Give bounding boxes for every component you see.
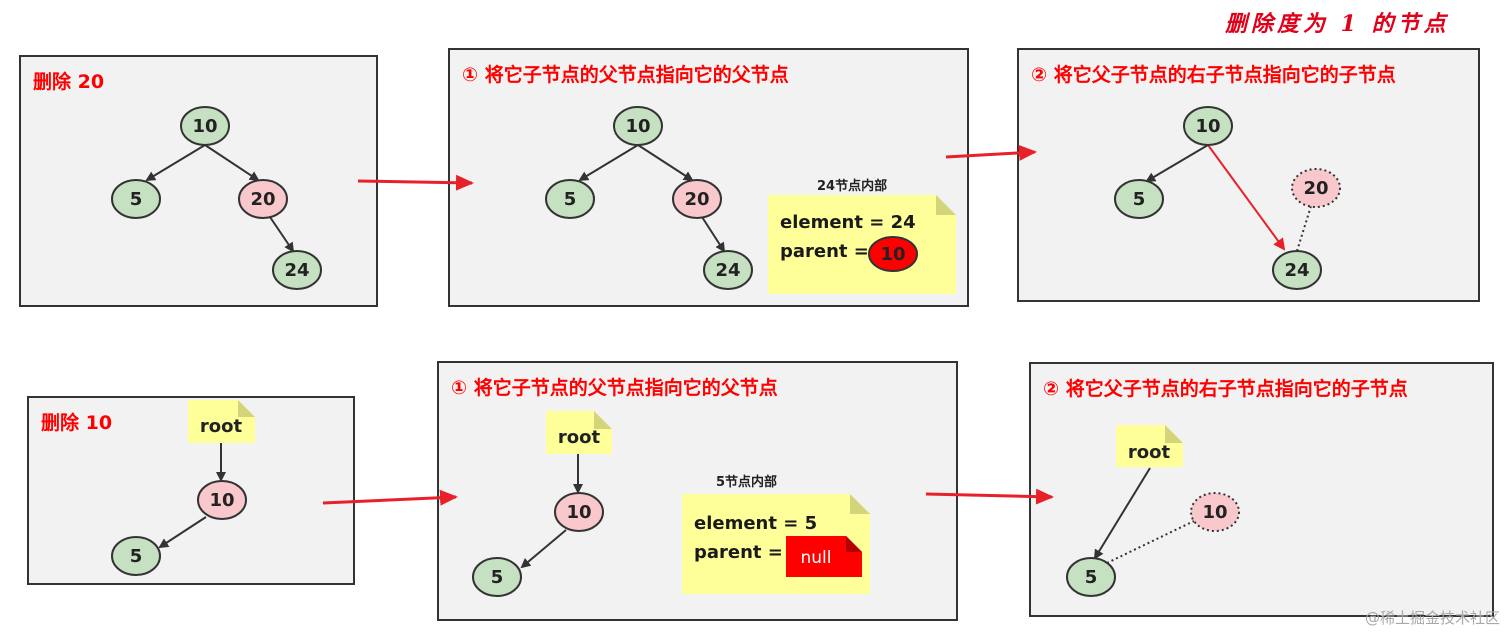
- node-label: 10: [192, 116, 217, 137]
- node-10: 10: [197, 480, 247, 520]
- note-node-24: element = 24 parent = 10: [768, 195, 956, 294]
- node-label: 10: [1202, 502, 1227, 523]
- note-element: element = 5: [694, 513, 817, 534]
- node-label: 5: [491, 567, 504, 588]
- node-label: 10: [1195, 116, 1220, 137]
- note-element: element = 24: [780, 212, 916, 233]
- edge-10-5: [578, 144, 639, 182]
- node-label: 20: [250, 189, 275, 210]
- panel-delete-10: 删除 10: [27, 396, 355, 585]
- step-arrow: [322, 489, 458, 506]
- node-5: 5: [1114, 179, 1164, 219]
- root-note: root: [1116, 425, 1183, 467]
- edge-10-5: [145, 144, 206, 182]
- root-note: root: [188, 400, 255, 443]
- node-5: 5: [1066, 557, 1116, 597]
- page-title: 删除度为 1 的节点: [1225, 11, 1450, 37]
- tree-step2-top: 10 5 20 24: [1114, 106, 1341, 290]
- node-label: 10: [566, 502, 591, 523]
- node-5: 5: [545, 179, 595, 219]
- note-parent-value: null: [801, 548, 832, 568]
- note-caption-24: 24节点内部: [817, 179, 888, 194]
- node-5: 5: [111, 179, 161, 219]
- node-label: 20: [684, 189, 709, 210]
- note-node-5: element = 5 parent = null: [682, 494, 870, 594]
- node-label: 20: [1303, 178, 1328, 199]
- node-label: 10: [625, 116, 650, 137]
- edge-10-20: [204, 144, 260, 182]
- panel-title: ② 将它父子节点的右子节点指向它的子节点: [1031, 64, 1396, 86]
- node-24: 24: [272, 250, 322, 290]
- node-24: 24: [703, 250, 753, 290]
- node-10-removed: 10: [1190, 492, 1240, 532]
- panel-title: ② 将它父子节点的右子节点指向它的子节点: [1043, 378, 1408, 400]
- tree-delete-20: 10 5 20 24: [111, 106, 322, 290]
- watermark: @稀土掘金技术社区: [1364, 609, 1500, 627]
- tree-step2-bottom: root 10 5: [1066, 425, 1240, 597]
- edge-10-5: [158, 516, 207, 549]
- edge-10-24: [1207, 144, 1286, 251]
- node-label: 24: [1284, 260, 1309, 281]
- edge-10-5: [520, 529, 567, 569]
- root-note: root: [546, 411, 612, 454]
- panel-title: 删除 20: [33, 71, 105, 93]
- edge-10-5: [1145, 144, 1209, 183]
- note-caption-5: 5节点内部: [716, 475, 778, 490]
- node-10: 10: [554, 492, 604, 532]
- panel-title: ① 将它子节点的父节点指向它的父节点: [462, 64, 789, 86]
- edge-24-20-dotted: [1296, 205, 1312, 252]
- panel-delete-20: 删除 20: [19, 55, 378, 307]
- node-10: 10: [180, 106, 230, 146]
- node-24: 24: [1272, 250, 1322, 290]
- node-label: 5: [130, 546, 143, 567]
- edge-10-20: [637, 144, 694, 182]
- node-20: 20: [238, 179, 288, 219]
- node-label: 24: [284, 260, 309, 281]
- node-20: 20: [672, 179, 722, 219]
- root-label: root: [558, 427, 601, 448]
- step-arrow: [925, 488, 1054, 505]
- node-20-removed: 20: [1291, 168, 1341, 208]
- edge-20-24: [269, 216, 295, 253]
- note-parent: parent =: [780, 241, 869, 262]
- node-label: 5: [564, 189, 577, 210]
- node-label: 5: [1085, 567, 1098, 588]
- note-parent-value: 10: [880, 244, 905, 265]
- root-label: root: [1128, 442, 1171, 463]
- step-arrow: [945, 144, 1037, 161]
- note-parent: parent =: [694, 542, 783, 563]
- node-5: 5: [472, 557, 522, 597]
- tree-delete-10: root 10 5: [111, 400, 255, 576]
- node-5: 5: [111, 536, 161, 576]
- tree-step1-bottom: root 10 5: [472, 411, 612, 597]
- panel-step1-bottom: ① 将它子节点的父节点指向它的父节点: [437, 361, 958, 621]
- node-10: 10: [613, 106, 663, 146]
- node-label: 5: [1133, 189, 1146, 210]
- edge-root-5: [1093, 467, 1151, 560]
- root-label: root: [200, 416, 243, 437]
- node-label: 10: [209, 490, 234, 511]
- panel-title: 删除 10: [41, 412, 113, 434]
- node-10: 10: [1183, 106, 1233, 146]
- edge-5-10-dotted: [1106, 520, 1195, 564]
- panel-title: ① 将它子节点的父节点指向它的父节点: [451, 377, 778, 399]
- node-label: 5: [130, 189, 143, 210]
- node-label: 24: [715, 260, 740, 281]
- edge-20-24: [701, 216, 726, 253]
- step-arrow: [357, 174, 474, 191]
- tree-step1-top: 10 5 20 24: [545, 106, 753, 290]
- panel-step2-top: ② 将它父子节点的右子节点指向它的子节点: [1017, 48, 1480, 302]
